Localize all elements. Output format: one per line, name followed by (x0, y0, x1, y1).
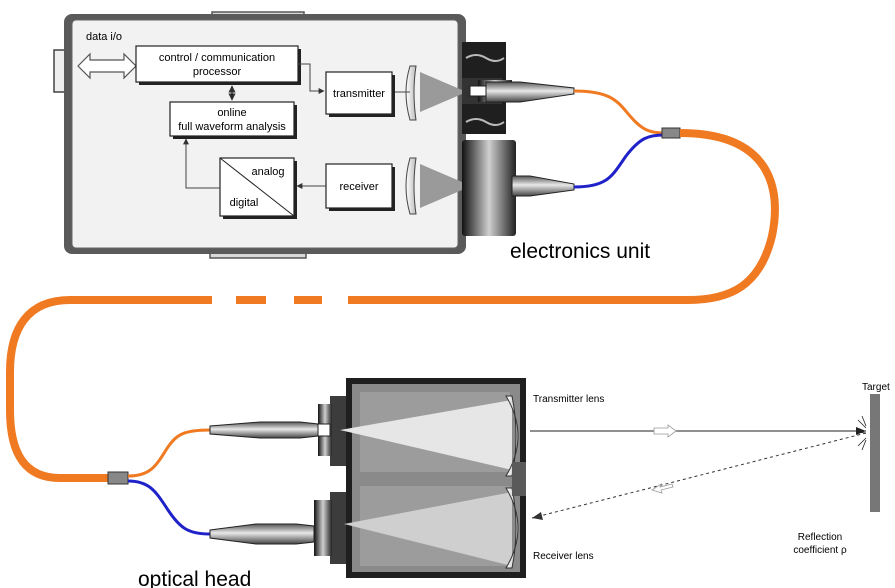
reflection-label-line2: coefficient ρ (793, 545, 847, 556)
optical-head (209, 378, 526, 578)
digital-label: digital (230, 197, 259, 209)
transmitter-lens-label: Transmitter lens (533, 394, 604, 405)
control-processor-label-line2: processor (193, 66, 242, 78)
fiber-coupler-lower (107, 471, 129, 485)
control-processor-box (135, 45, 299, 83)
fiber-main-cable (376, 129, 779, 304)
transmitter-lens-small (405, 65, 417, 121)
transmitter-beam-cone (420, 72, 462, 112)
electronics-unit-title: electronics unit (510, 240, 650, 263)
optical-receive-connector (209, 523, 315, 545)
receiver-lens-small (405, 157, 417, 215)
transmitter-box (325, 71, 393, 115)
target-label: Target (862, 382, 890, 393)
transmitter-fiber-connector (485, 81, 575, 103)
receiver-lens-label: Receiver lens (533, 551, 594, 562)
transmitter-label: transmitter (333, 88, 385, 100)
fiber-coupler-upper (661, 127, 681, 139)
fiber-transmit-upper (573, 89, 665, 135)
target-path (530, 394, 880, 520)
fiber-main-cable-lower (5, 296, 212, 482)
fiber-cables (5, 89, 779, 536)
optical-head-title: optical head (138, 568, 251, 588)
receiver-fiber-connector (511, 175, 575, 197)
control-processor-label-line1: control / communication (159, 52, 275, 64)
receiver-port-cylinder (462, 140, 516, 236)
fiber-receive-upper (573, 133, 665, 189)
waveform-analysis-label-line1: online (217, 107, 246, 119)
electronics-unit (53, 11, 575, 259)
receiver-label: receiver (339, 181, 378, 193)
optical-head-receive-beam (344, 492, 512, 566)
target-plate (870, 394, 880, 512)
return-beam (531, 432, 867, 519)
fiber-transmit-lower (127, 428, 211, 478)
optical-head-transmit-beam (340, 400, 512, 470)
reflection-label-line1: Reflection (798, 532, 842, 543)
data-io-label: data i/o (86, 31, 122, 43)
optical-receiver-lens (505, 487, 519, 569)
optical-transmit-connector (209, 421, 319, 439)
waveform-analysis-label-line2: full waveform analysis (178, 121, 286, 133)
receiver-beam-cone (420, 164, 462, 208)
fiber-receive-lower (127, 479, 211, 536)
analog-label: analog (251, 166, 284, 178)
